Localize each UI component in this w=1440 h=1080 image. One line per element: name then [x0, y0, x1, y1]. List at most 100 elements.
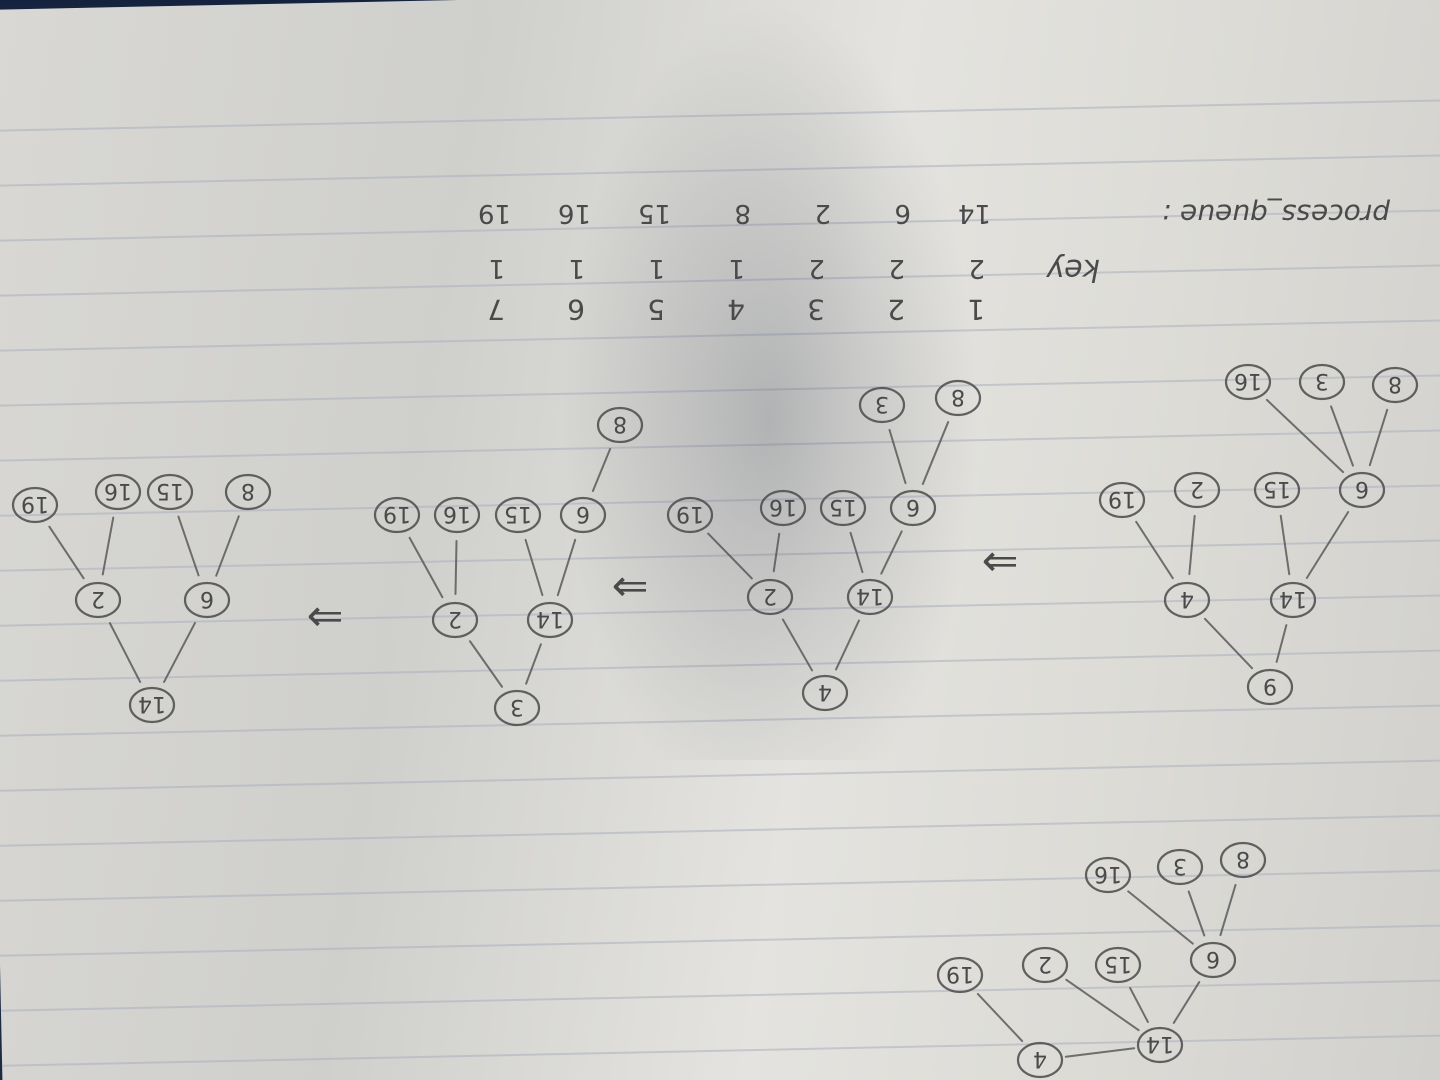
node-label: 14 [1279, 586, 1307, 611]
tree-edge [1188, 514, 1196, 576]
node-circle [858, 386, 906, 424]
node-label: 6 [200, 586, 214, 611]
tree-edge [108, 622, 142, 683]
node-circle [373, 496, 421, 534]
node-circle [1224, 363, 1272, 401]
tree-node: 8 [1219, 841, 1267, 879]
tree-node: 14 [128, 686, 176, 724]
queue-id: 2 [814, 198, 831, 228]
tree-edge [1127, 890, 1194, 945]
node-label: 16 [1094, 861, 1122, 886]
heap-trees: 9144615219831641426151619833142615161981… [11, 363, 1419, 1079]
tree-node: 6 [1189, 941, 1237, 979]
node-circle [146, 473, 194, 511]
tree-node: 16 [1084, 856, 1132, 894]
tree-node: 2 [74, 581, 122, 619]
transition-arrow: ⇒ [307, 592, 344, 643]
tree-edge [1279, 514, 1291, 576]
tree-edge [849, 531, 864, 574]
queue-key-value: 2 [808, 253, 825, 283]
tree-node: 6 [183, 581, 231, 619]
node-circle [746, 578, 794, 616]
node-circle [1371, 366, 1419, 404]
node-label: 14 [138, 691, 166, 716]
transition-arrow: ⇒ [612, 562, 649, 613]
tree-edge [1187, 890, 1206, 937]
tree-edge [1368, 408, 1389, 467]
node-label: 4 [1033, 1046, 1047, 1071]
tree-node: 6 [559, 496, 607, 534]
tree-edge [468, 640, 504, 688]
tree-node: 2 [746, 578, 794, 616]
tree-node: 19 [936, 956, 984, 994]
tree-edge [408, 536, 444, 599]
node-circle [1189, 941, 1237, 979]
node-circle [1298, 363, 1346, 401]
tree-edge [1172, 981, 1201, 1024]
tree-edge [525, 643, 542, 685]
tree-edge [888, 428, 907, 485]
queue-key-value: 2 [888, 253, 905, 283]
node-circle [666, 496, 714, 534]
tree-edge [921, 421, 950, 485]
node-circle [493, 689, 541, 727]
node-label: 16 [769, 494, 797, 519]
node-circle [846, 578, 894, 616]
node-circle [559, 496, 607, 534]
tree-edge [454, 539, 458, 596]
queue-column: 226 [887, 198, 911, 326]
node-circle [1094, 946, 1142, 984]
node-circle [1219, 841, 1267, 879]
node-label: 15 [829, 494, 857, 519]
node-label: 14 [1146, 1031, 1174, 1056]
node-label: 8 [1388, 371, 1402, 396]
node-label: 3 [510, 694, 524, 719]
tree-edge [524, 538, 544, 597]
node-circle [819, 489, 867, 527]
tree-edge [976, 992, 1024, 1043]
tree-edge [1305, 511, 1350, 579]
tree-node: 16 [759, 489, 807, 527]
node-circle [1246, 668, 1294, 706]
tree-edge [591, 448, 612, 492]
node-label: 2 [448, 606, 462, 631]
tree-node: 19 [666, 496, 714, 534]
tree-edge [772, 532, 781, 573]
tree-node: 19 [1098, 481, 1146, 519]
tree-node: 8 [1371, 366, 1419, 404]
node-circle [1338, 471, 1386, 509]
node-label: 14 [536, 606, 564, 631]
node-label: 4 [818, 679, 832, 704]
tree-edge [1064, 1047, 1136, 1058]
node-circle [128, 686, 176, 724]
node-circle [526, 601, 574, 639]
tree-node: 14 [1269, 581, 1317, 619]
tree-node: 15 [494, 496, 542, 534]
tree-edge [835, 619, 860, 671]
tree-node: 15 [1094, 946, 1142, 984]
tree-node: 4 [1163, 581, 1211, 619]
node-label: 15 [1263, 476, 1291, 501]
node-circle [11, 486, 59, 524]
queue-key-value: 1 [648, 253, 665, 283]
tree-edge [163, 622, 196, 683]
queue-id: 6 [894, 198, 911, 228]
queue-key: 7 [487, 293, 505, 326]
node-label: 6 [576, 501, 590, 526]
tree-edge [1203, 617, 1254, 670]
node-circle [1016, 1041, 1064, 1079]
node-circle [1136, 1026, 1184, 1064]
node-label: 19 [676, 501, 704, 526]
tree-node: 3 [493, 689, 541, 727]
tree-node: 3 [858, 386, 906, 424]
node-label: 9 [1263, 673, 1277, 698]
tree-node: 2 [431, 601, 479, 639]
node-circle [596, 406, 644, 444]
queue-key: 1 [967, 293, 985, 326]
node-circle [1253, 471, 1301, 509]
node-circle [433, 496, 481, 534]
